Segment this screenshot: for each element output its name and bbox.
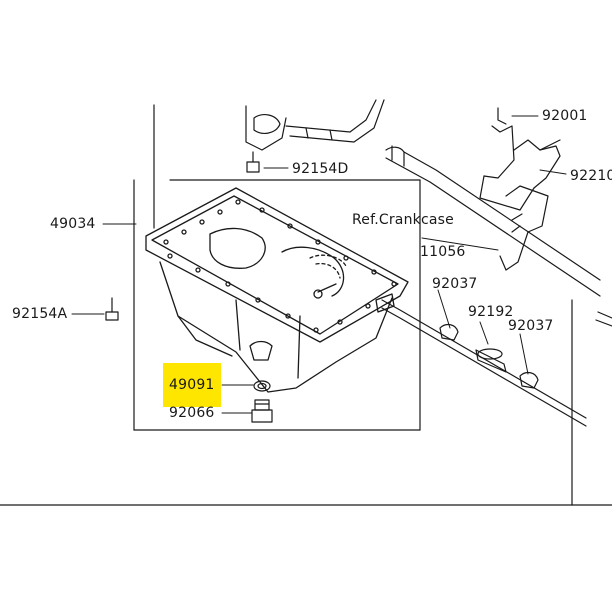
oil-strainer-pipe [245,99,385,151]
bolt-92154A [105,297,119,321]
label-92192: 92192 [468,304,514,320]
oil-pan [145,187,409,393]
label-49091: 49091 [169,377,215,393]
label-92154D: 92154D [292,161,349,177]
label-92066: 92066 [169,405,215,421]
gasket-49091 [253,380,271,392]
label-92037-lower: 92037 [508,318,554,334]
leader-lines [71,115,567,414]
label-92037-upper: 92037 [432,276,478,292]
label-ref-crankcase: Ref.Crankcase [352,212,454,228]
label-92001: 92001 [542,108,588,124]
bracket-assembly [381,107,612,427]
bolt-92154D [246,151,260,173]
label-92210: 92210 [570,168,612,184]
label-92154A: 92154A [12,306,68,322]
drain-plug-92066 [251,399,273,423]
part-highlight [163,363,221,407]
label-11056: 11056 [420,244,466,260]
label-49034: 49034 [50,216,96,232]
